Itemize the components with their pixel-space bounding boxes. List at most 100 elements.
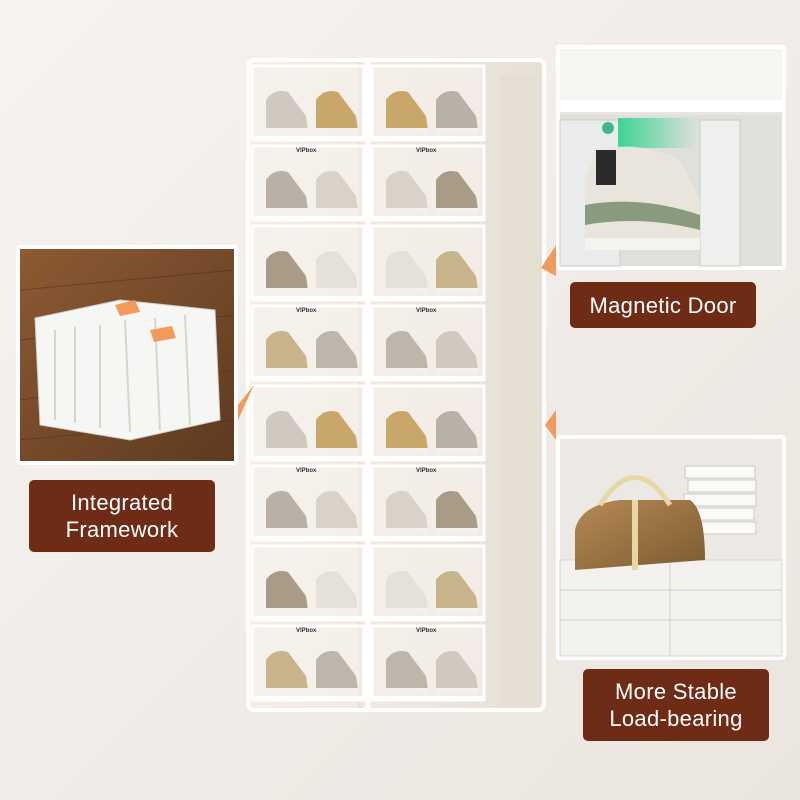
shoe-sole <box>386 688 428 694</box>
pointer-frame <box>238 385 254 420</box>
shelf <box>372 296 484 301</box>
shoe <box>266 171 308 210</box>
shoe-sole <box>386 208 428 214</box>
shoe-sole <box>316 688 358 694</box>
shoe <box>266 651 308 690</box>
brand-tag: VIPbox <box>296 308 317 314</box>
shoe <box>436 171 478 210</box>
shoe <box>436 651 478 690</box>
shoe <box>316 331 358 370</box>
shoe-sole <box>266 608 308 614</box>
shoe-sole <box>316 368 358 374</box>
shoe <box>266 411 308 450</box>
shoe-sole <box>386 528 428 534</box>
shoe <box>436 251 478 290</box>
shoe <box>386 91 428 130</box>
shoe <box>266 251 308 290</box>
shelf <box>372 456 484 461</box>
shoe-sole <box>386 368 428 374</box>
brand-tag: VIPbox <box>296 628 317 634</box>
shoe <box>386 331 428 370</box>
shoe <box>266 331 308 370</box>
shoe <box>266 571 308 610</box>
shoe <box>316 651 358 690</box>
shoe <box>266 491 308 530</box>
brand-tag: VIPbox <box>296 468 317 474</box>
shelf <box>372 536 484 541</box>
shoe <box>436 571 478 610</box>
shoe-sole <box>316 448 358 454</box>
shoe <box>436 91 478 130</box>
shoe-sole <box>436 608 478 614</box>
brand-tag: VIPbox <box>416 628 437 634</box>
shelf <box>372 616 484 621</box>
shelf <box>252 136 364 141</box>
framework-inset <box>16 245 238 465</box>
magnetic-door-inset <box>556 45 786 270</box>
shoe-sole <box>266 288 308 294</box>
shelf <box>252 696 364 701</box>
shoe-sole <box>316 208 358 214</box>
shelf <box>372 376 484 381</box>
shelf <box>252 536 364 541</box>
brand-tag: VIPbox <box>416 308 437 314</box>
shoe <box>386 411 428 450</box>
shoe <box>386 651 428 690</box>
shoe-sole <box>386 448 428 454</box>
shoe <box>436 411 478 450</box>
shoe <box>316 91 358 130</box>
shoe-sole <box>436 528 478 534</box>
shoe <box>386 171 428 210</box>
shoe <box>316 491 358 530</box>
shoe-sole <box>316 528 358 534</box>
shelf <box>372 696 484 701</box>
shelf <box>372 216 484 221</box>
shoe-sole <box>316 608 358 614</box>
shoe-sole <box>266 688 308 694</box>
shoe-sole <box>266 368 308 374</box>
brand-tag: VIPbox <box>296 148 317 154</box>
shoe <box>316 411 358 450</box>
shoe-sole <box>386 288 428 294</box>
magnetic-door-label: Magnetic Door <box>570 282 756 328</box>
shoe <box>436 331 478 370</box>
brand-tag: VIPbox <box>416 148 437 154</box>
shoe-sole <box>436 368 478 374</box>
shoe <box>316 171 358 210</box>
shoe-sole <box>386 608 428 614</box>
shoe-sole <box>386 128 428 134</box>
shoe-sole <box>316 128 358 134</box>
shoe <box>266 91 308 130</box>
brand-tag: VIPbox <box>416 468 437 474</box>
shoe <box>386 571 428 610</box>
shoe-sole <box>316 288 358 294</box>
shelf <box>252 296 364 301</box>
shelf <box>372 136 484 141</box>
shoe-sole <box>436 448 478 454</box>
shelf <box>252 616 364 621</box>
shoe-sole <box>266 208 308 214</box>
stable-load-label: More Stable Load-bearing <box>583 669 769 741</box>
pointer-stable <box>545 410 556 440</box>
shoe-sole <box>266 528 308 534</box>
shoe-sole <box>266 448 308 454</box>
integrated-framework-label: Integrated Framework <box>29 480 215 552</box>
shoe <box>436 491 478 530</box>
shoe-sole <box>436 208 478 214</box>
shoe-sole <box>436 288 478 294</box>
shoe <box>316 571 358 610</box>
load-bearing-inset <box>556 435 786 660</box>
shoe <box>386 491 428 530</box>
shoe-sole <box>436 128 478 134</box>
shelf <box>252 216 364 221</box>
shoe <box>316 251 358 290</box>
shoe-sole <box>266 128 308 134</box>
pointer-door <box>541 245 556 276</box>
shelf <box>252 376 364 381</box>
shelf <box>252 456 364 461</box>
shoe-sole <box>436 688 478 694</box>
shoe <box>386 251 428 290</box>
